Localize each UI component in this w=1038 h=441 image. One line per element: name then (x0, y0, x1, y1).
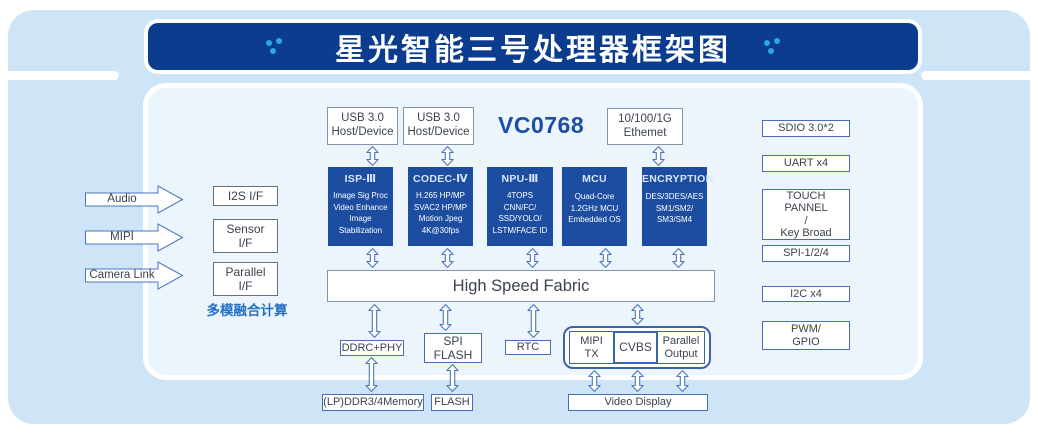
i2c-port-box: I2C x4 (762, 286, 850, 302)
double-arrow-connector (671, 248, 686, 268)
npu-core-block: NPU-Ⅲ 4TOPS CNN/FC/ SSD/YOLO/ LSTM/FACE … (487, 167, 553, 246)
parallel-output-box: Parallel Output (657, 331, 705, 364)
rtc-box: RTC (505, 340, 551, 355)
usb2-box: USB 3.0 Host/Device (403, 107, 474, 145)
lpddr-memory-box: (LP)DDR3/4Memory (322, 394, 424, 411)
page-title: 星光智能三号处理器框架图 (335, 33, 731, 67)
cvbs-box: CVBS (613, 331, 658, 364)
double-arrow-connector (367, 304, 382, 338)
double-arrow-connector (525, 248, 540, 268)
isp-core-block: ISP-Ⅲ Image Sig Proc Video Enhance Image… (328, 167, 393, 246)
double-arrow-connector (630, 370, 645, 392)
frame-notch-right (921, 71, 1038, 80)
double-arrow-connector (587, 370, 602, 392)
camera-link-arrow-label: Camera Link (89, 269, 155, 281)
title-bar: 星光智能三号处理器框架图 (148, 23, 918, 70)
codec-core-block: CODEC-Ⅳ H.265 HP/MP SVAC2 HP/MP Motion J… (408, 167, 473, 246)
double-arrow-connector (651, 146, 666, 166)
double-arrow-connector (675, 370, 690, 392)
mipi-tx-box: MIPI TX (569, 331, 614, 364)
i2s-interface-box: I2S I/F (213, 186, 278, 206)
double-arrow-connector (440, 248, 455, 268)
dots-decoration-icon (264, 37, 286, 55)
multimode-fusion-caption: 多模融合计算 (206, 303, 288, 318)
double-arrow-connector (438, 304, 453, 331)
mcu-core-block: MCU Quad-Core 1.2GHz MCU Embedded OS (562, 167, 627, 246)
spi-flash-box: SPI FLASH (424, 333, 482, 363)
audio-input-arrow: Audio (85, 185, 184, 214)
mipi-arrow-label: MIPI (110, 231, 134, 243)
double-arrow-connector (364, 357, 379, 392)
touch-panel-box: TOUCH PANNEL / Key Broad (762, 189, 850, 240)
uart-port-box: UART x4 (762, 155, 850, 172)
mipi-input-arrow: MIPI (85, 223, 184, 252)
ethernet-box: 10/100/1G Ethemet (607, 108, 683, 145)
camera-link-input-arrow: Camera Link (85, 261, 184, 290)
audio-arrow-label: Audio (107, 193, 137, 205)
flash-box: FLASH (431, 394, 473, 411)
double-arrow-connector (440, 146, 455, 166)
frame-notch-left (0, 71, 119, 80)
chip-name-label: VC0768 (498, 112, 585, 138)
double-arrow-connector (630, 304, 645, 325)
double-arrow-connector (445, 364, 460, 392)
pwm-gpio-port-box: PWM/ GPIO (762, 321, 850, 350)
usb1-box: USB 3.0 Host/Device (327, 107, 398, 145)
dots-decoration-icon (762, 37, 784, 55)
double-arrow-connector (365, 146, 380, 166)
encryption-core-block: ENCRYPTION DES/3DES/AES SM1/SM2/ SM3/SM4 (642, 167, 713, 246)
sdio-port-box: SDIO 3.0*2 (762, 120, 850, 137)
double-arrow-connector (365, 248, 380, 268)
display-output-group: MIPI TX CVBS Parallel Output (563, 326, 711, 369)
double-arrow-connector (526, 304, 541, 338)
high-speed-fabric-bar: High Speed Fabric (327, 270, 715, 302)
video-display-box: Video Display (568, 394, 708, 411)
sensor-interface-box: Sensor I/F (213, 219, 278, 253)
double-arrow-connector (598, 248, 613, 268)
parallel-interface-box: Parallel I/F (213, 262, 278, 296)
spi-port-box: SPI-1/2/4 (762, 245, 850, 262)
ddrc-phy-box: DDRC+PHY (340, 340, 404, 356)
